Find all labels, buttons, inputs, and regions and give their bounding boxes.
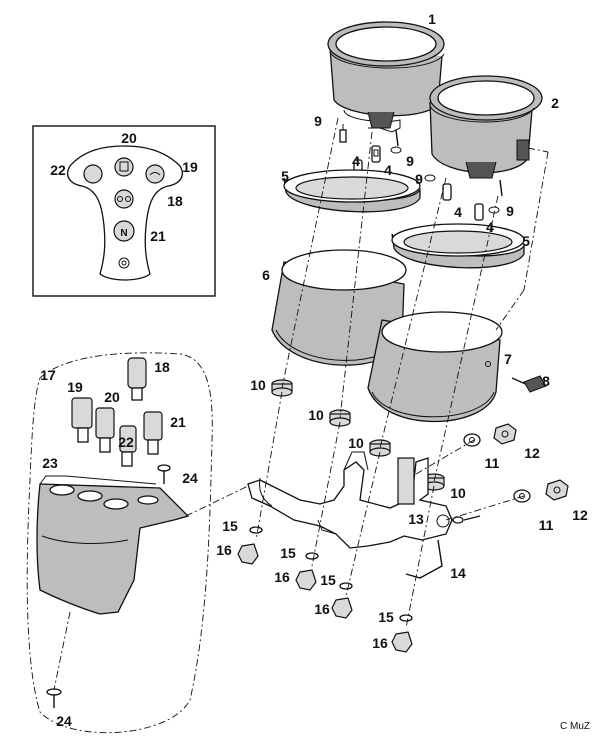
label-part-5a: 5 [281,168,289,184]
label-part-15c: 15 [320,572,336,588]
label-part-19: 19 [67,379,83,395]
gasket-ring-5-left [283,169,421,213]
label-part-1: 1 [428,11,436,27]
label-part-20: 20 [104,389,120,405]
washers-and-nuts [463,423,569,503]
label-part-6: 6 [262,267,270,283]
part-labels: 1 2 9 9 9 9 5 4 4 4 4 5 20 22 19 18 21 6… [40,11,588,729]
label-part-19-inset: 19 [182,159,198,175]
label-part-21: 21 [170,414,186,430]
label-part-22-inset: 22 [50,162,66,178]
label-part-9c: 9 [415,171,423,187]
label-part-10d: 10 [450,485,466,501]
label-part-17: 17 [40,367,56,383]
label-part-20-inset: 20 [121,130,137,146]
label-part-15a: 15 [222,518,238,534]
label-part-10b: 10 [308,407,324,423]
label-part-12a: 12 [524,445,540,461]
label-part-15d: 15 [378,609,394,625]
copyright-mark: C MuZ [560,721,590,732]
label-part-9a: 9 [314,113,322,129]
label-part-11a: 11 [485,455,500,471]
gauge-housing-6 [271,249,407,366]
label-part-11b: 11 [539,517,554,533]
label-part-9d: 9 [506,203,514,219]
bolts-and-caps [237,515,481,653]
indicator-lamp-assembly [26,352,213,734]
label-part-16b: 16 [274,569,290,585]
label-part-14: 14 [450,565,466,581]
label-part-21-inset: 21 [150,228,166,244]
label-part-10a: 10 [250,377,266,393]
label-part-15b: 15 [280,545,296,561]
label-part-12b: 12 [572,507,588,523]
label-part-2: 2 [551,95,559,111]
label-part-16d: 16 [372,635,388,651]
alignment-lines [53,117,549,691]
gauge-2-tachometer [429,75,543,197]
label-part-5b: 5 [522,233,530,249]
bulb-sockets [339,124,500,221]
label-part-4c: 4 [454,204,462,220]
label-part-16c: 16 [314,601,330,617]
label-part-8: 8 [542,373,550,389]
label-part-4a: 4 [352,153,360,169]
label-part-18: 18 [154,359,170,375]
gauge-housing-7 [367,311,503,423]
gauge-1-speedometer [327,21,445,147]
label-part-10c: 10 [348,435,364,451]
label-part-16a: 16 [216,542,232,558]
label-part-9b: 9 [406,153,414,169]
label-part-24a: 24 [182,470,198,486]
label-part-24b: 24 [56,713,72,729]
screw-8 [511,375,547,393]
mounting-bracket [247,451,453,579]
label-part-7: 7 [504,351,512,367]
label-part-18-inset: 18 [167,193,183,209]
label-part-4d: 4 [486,219,494,235]
gear-indicator-letter: N [120,228,127,239]
label-part-4b: 4 [384,162,392,178]
gasket-ring-5-right [391,223,525,269]
label-part-22: 22 [118,434,134,450]
inset-indicator-panel: N [32,125,216,297]
label-part-13: 13 [408,511,424,527]
label-part-23: 23 [42,455,58,471]
